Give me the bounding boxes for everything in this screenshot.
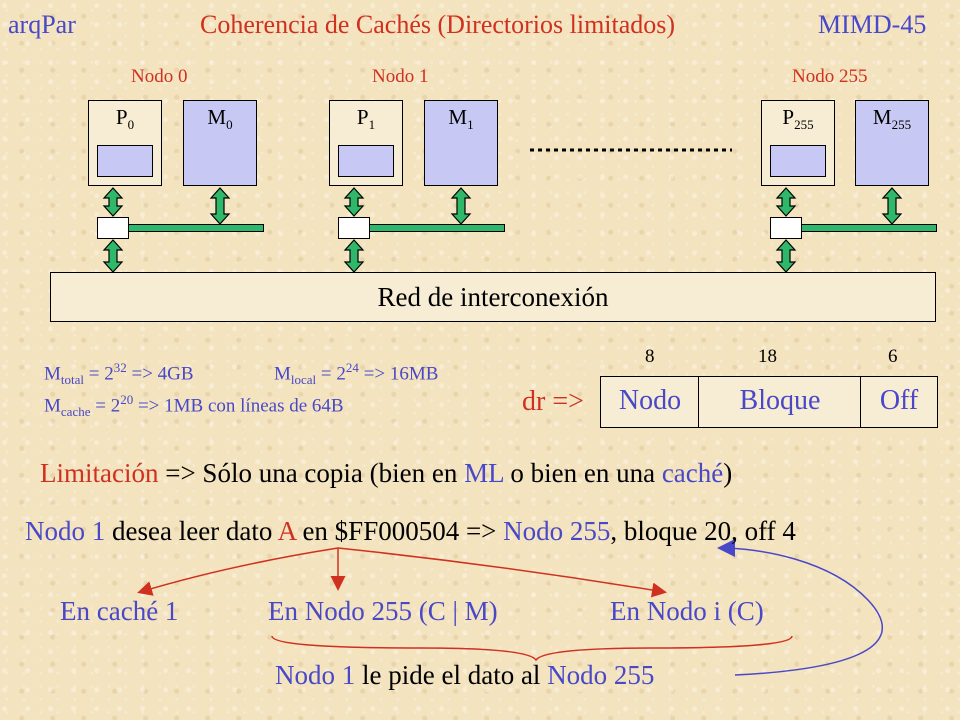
option-cache-1: En caché 1 <box>60 596 179 626</box>
option-brace <box>271 635 793 662</box>
conclusion-text: le pide el dato al <box>355 660 548 690</box>
mtotal-rest: => 4GB <box>126 363 194 385</box>
processor-0: P0 <box>88 100 162 186</box>
processor-1: P1 <box>329 100 403 186</box>
mlocal-base: M <box>274 363 291 385</box>
cache-255 <box>770 145 826 177</box>
processor-index: 1 <box>368 117 376 133</box>
memory-255: M255 <box>855 100 929 186</box>
mlocal-eq: = 2 <box>316 363 346 385</box>
address-prefix: dr => <box>522 386 584 417</box>
slide-number: MIMD-45 <box>818 10 927 39</box>
limitation-keyword: Limitación <box>40 458 159 488</box>
memory-label: M <box>207 105 227 129</box>
memory-index: 0 <box>226 117 233 133</box>
mcache-base: M <box>44 395 61 417</box>
mcache-rest: => 1MB con líneas de 64B <box>133 395 344 417</box>
processor-index: 255 <box>794 117 814 133</box>
limitation-cache: caché <box>661 458 724 488</box>
node-255-label-text: Nodo 255 <box>792 66 868 87</box>
link-net1 <box>343 239 365 273</box>
processor-label: P <box>115 105 128 129</box>
link-net255 <box>775 239 797 273</box>
cache-0 <box>97 145 153 177</box>
memory-label: M <box>448 105 468 129</box>
mtotal-base: M <box>44 363 61 385</box>
memory-index: 255 <box>891 117 912 133</box>
mcache-eq: = 2 <box>90 395 121 417</box>
memory-label: M <box>872 105 892 129</box>
interconnection-network: Red de interconexión <box>50 272 936 322</box>
request-data-a: A <box>277 516 296 546</box>
field-nodo: Nodo <box>600 376 700 428</box>
memory-1: M1 <box>424 100 498 186</box>
mcache-sub: cache <box>60 404 91 420</box>
option-node-i: En Nodo i (C) <box>610 596 764 626</box>
node-1-label: Nodo 1 <box>372 66 429 87</box>
node-0-label: Nodo 0 <box>131 66 188 87</box>
limitation-text-3: ) <box>723 458 733 488</box>
mlocal-rest: => 16MB <box>358 363 439 385</box>
mtotal-exp: 32 <box>113 360 127 375</box>
request-text-3: , bloque 20, off 4 <box>610 516 796 546</box>
bits-nodo: 8 <box>645 346 655 367</box>
bits-off: 6 <box>888 346 898 367</box>
green-links <box>102 187 903 273</box>
arrow-to-cache <box>137 547 339 596</box>
link-m0 <box>209 187 231 225</box>
memory-0: M0 <box>183 100 257 186</box>
conclusion-node-255: Nodo 255 <box>547 660 655 690</box>
link-net0 <box>102 239 124 273</box>
slide-title: Coherencia de Cachés (Directorios limita… <box>200 10 676 39</box>
link-p1 <box>343 187 365 217</box>
request-text-1: desea leer dato <box>105 516 278 546</box>
link-m255 <box>881 187 903 225</box>
processor-255: P255 <box>761 100 835 186</box>
mlocal-sub: local <box>290 372 317 388</box>
request-node-255: Nodo 255 <box>503 516 611 546</box>
conclusion-line: Nodo 1 le pide el dato al Nodo 255 <box>275 660 654 691</box>
memory-total: Mtotal = 232 => 4GB <box>44 360 194 388</box>
course-label: arqPar <box>8 10 76 39</box>
processor-label: P <box>356 105 369 129</box>
limitation-text-1: => Sólo una copia (bien en <box>158 458 465 488</box>
limitation-line: Limitación => Sólo una copia (bien en ML… <box>40 458 732 489</box>
limitation-text-2: o bien en una <box>503 458 662 488</box>
mlocal-exp: 24 <box>345 360 359 375</box>
request-line: Nodo 1 desea leer dato A en $FF000504 =>… <box>25 516 796 547</box>
link-p0 <box>102 187 124 217</box>
mtotal-sub: total <box>60 372 85 388</box>
link-m1 <box>450 187 472 225</box>
bits-bloque: 18 <box>758 346 777 367</box>
memory-index: 1 <box>467 117 474 133</box>
limitation-ml: ML <box>464 458 504 488</box>
processor-index: 0 <box>127 117 135 133</box>
request-text-2: en $FF000504 => <box>295 516 504 546</box>
node-255-switch <box>770 217 802 239</box>
memory-cache: Mcache = 220 => 1MB con líneas de 64B <box>44 392 344 420</box>
processor-label: P <box>782 105 795 129</box>
field-off: Off <box>860 376 938 428</box>
option-home-node: En Nodo 255 (C | M) <box>268 596 498 626</box>
arrow-to-node-i <box>337 547 667 598</box>
request-node-1: Nodo 1 <box>25 516 106 546</box>
link-p255 <box>775 187 797 217</box>
red-arrows <box>137 547 667 598</box>
node-0-switch <box>97 217 129 239</box>
return-arrow <box>717 539 883 676</box>
field-bloque: Bloque <box>698 376 862 428</box>
conclusion-node-1: Nodo 1 <box>275 660 356 690</box>
mtotal-eq: = 2 <box>84 363 114 385</box>
cache-1 <box>338 145 394 177</box>
node-1-switch <box>338 217 370 239</box>
memory-local: Mlocal = 224 => 16MB <box>274 360 438 388</box>
mcache-exp: 20 <box>120 392 134 407</box>
